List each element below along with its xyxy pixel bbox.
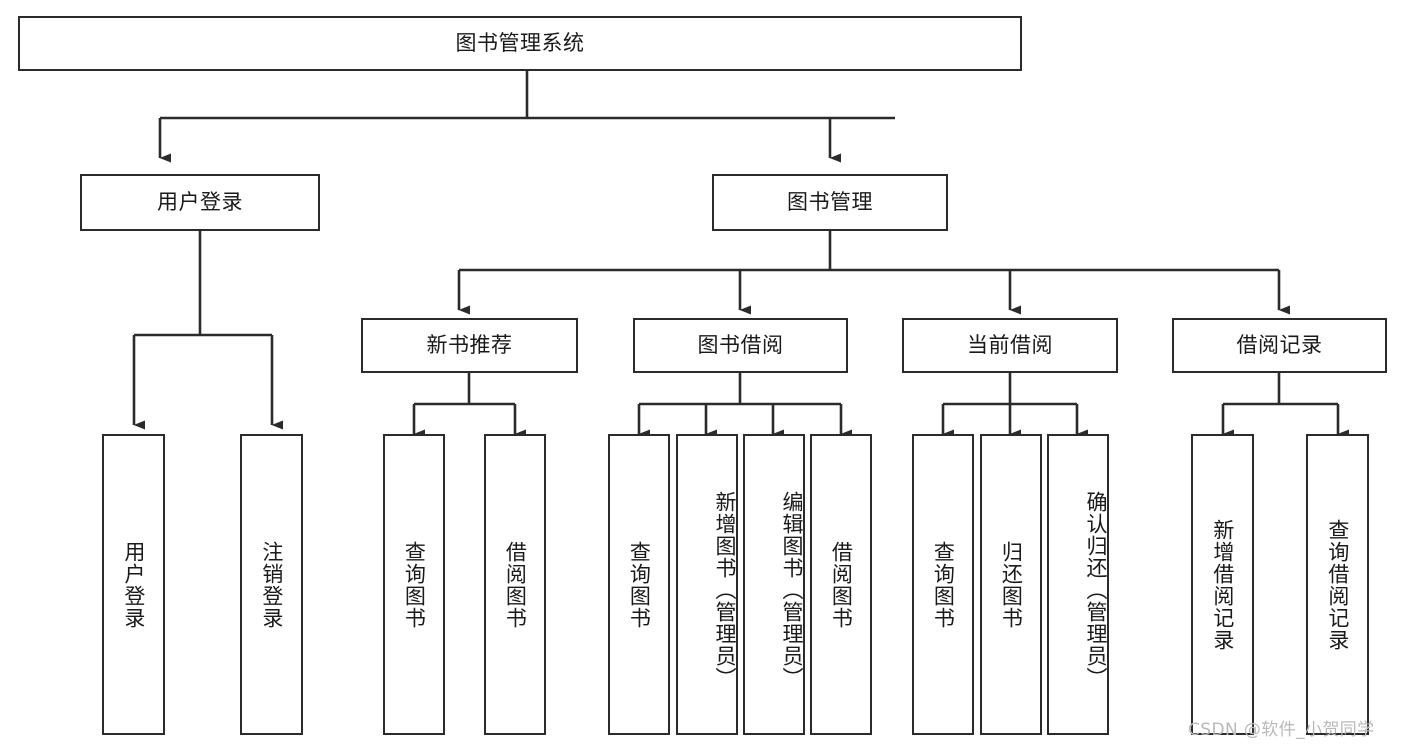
- node-label: 查询图书: [931, 540, 956, 629]
- leaf-borrow-query-book[interactable]: 查询图书: [608, 434, 670, 735]
- node-label: 新增图书（管理员）: [713, 490, 737, 689]
- node-new-book-recommend[interactable]: 新书推荐: [361, 318, 578, 373]
- node-label: 归还图书: [999, 540, 1024, 629]
- node-book-borrow[interactable]: 图书借阅: [633, 318, 848, 373]
- leaf-borrow-borrow-book[interactable]: 借阅图书: [810, 434, 872, 735]
- watermark-text: CSDN @软件_小贺同学: [1188, 720, 1375, 740]
- leaf-recommend-borrow-book[interactable]: 借阅图书: [484, 434, 546, 735]
- node-label: 编辑图书（管理员）: [780, 490, 804, 689]
- node-label: 新书推荐: [426, 332, 513, 357]
- leaf-user-login-do[interactable]: 用户登录: [102, 434, 165, 735]
- leaf-current-query-book[interactable]: 查询图书: [912, 434, 974, 735]
- node-label: 确认归还（管理员）: [1084, 490, 1108, 689]
- leaf-record-add-record[interactable]: 新增借阅记录: [1191, 434, 1254, 735]
- node-label: 新增借阅记录: [1210, 518, 1235, 651]
- node-label: 查询图书: [627, 540, 652, 629]
- node-label: 用户登录: [157, 189, 243, 214]
- leaf-record-query-record[interactable]: 查询借阅记录: [1306, 434, 1369, 735]
- node-label: 图书管理系统: [455, 30, 585, 55]
- node-borrow-record[interactable]: 借阅记录: [1172, 318, 1387, 373]
- leaf-borrow-edit-book-admin[interactable]: 编辑图书（管理员）: [743, 434, 805, 735]
- node-label: 当前借阅: [967, 332, 1053, 357]
- node-label: 用户登录: [121, 540, 146, 629]
- node-label: 图书借阅: [697, 332, 784, 357]
- node-current-borrow[interactable]: 当前借阅: [902, 318, 1118, 373]
- leaf-current-return-book[interactable]: 归还图书: [980, 434, 1042, 735]
- node-label: 借阅图书: [829, 540, 854, 629]
- node-label: 查询图书: [402, 540, 427, 629]
- node-label: 借阅记录: [1236, 332, 1323, 357]
- node-user-login[interactable]: 用户登录: [80, 174, 320, 231]
- leaf-borrow-add-book-admin[interactable]: 新增图书（管理员）: [676, 434, 738, 735]
- node-label: 注销登录: [259, 540, 284, 629]
- leaf-recommend-query-book[interactable]: 查询图书: [383, 434, 445, 735]
- node-label: 查询借阅记录: [1325, 518, 1350, 651]
- node-book-management[interactable]: 图书管理: [712, 174, 948, 231]
- node-label: 借阅图书: [503, 540, 528, 629]
- node-label: 图书管理: [787, 189, 873, 214]
- leaf-current-confirm-return-admin[interactable]: 确认归还（管理员）: [1047, 434, 1109, 735]
- node-root-system[interactable]: 图书管理系统: [18, 16, 1022, 71]
- leaf-user-logout[interactable]: 注销登录: [240, 434, 303, 735]
